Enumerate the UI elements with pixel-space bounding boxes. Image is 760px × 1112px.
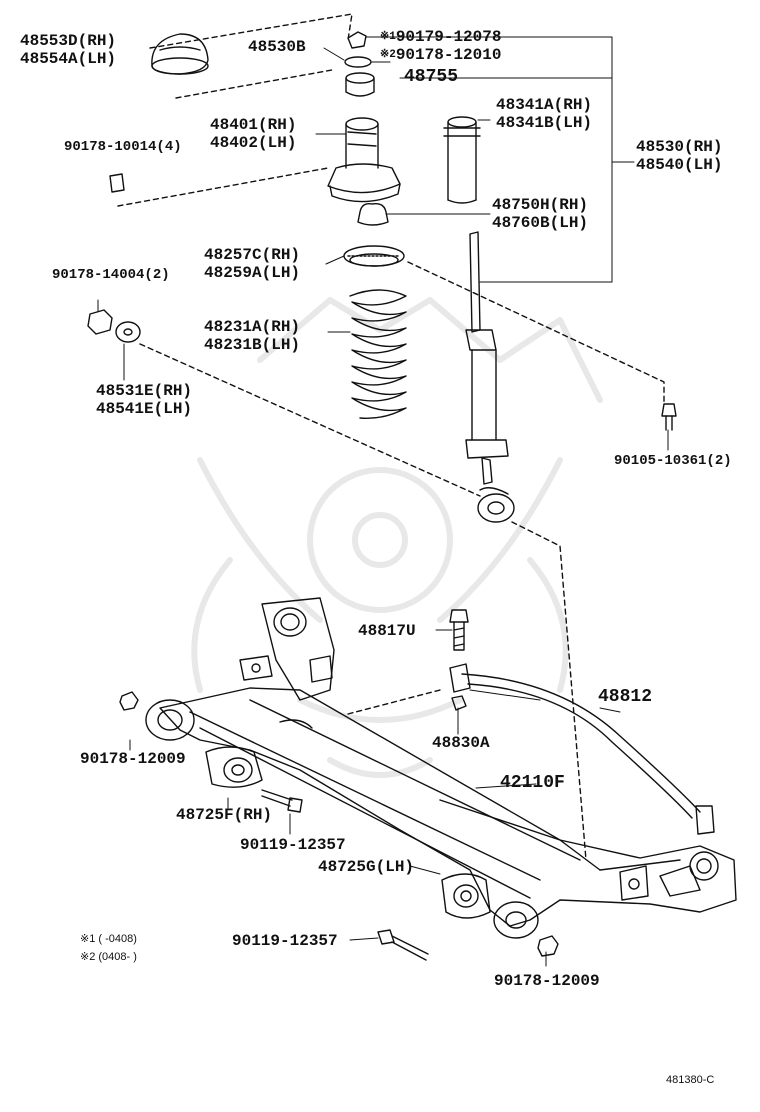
label-48725g: 48725G(LH) <box>318 858 415 876</box>
stabilizer-bracket <box>449 663 471 693</box>
label-48341: 48341A(RH) 48341B(LH) <box>496 96 593 132</box>
leader-lines <box>97 36 669 967</box>
stabilizer-nut <box>451 695 467 711</box>
label-48231: 48231A(RH) 48231B(LH) <box>204 318 301 354</box>
label-48817u: 48817U <box>358 622 416 640</box>
stabilizer-bolt <box>449 609 469 651</box>
bolt-rh <box>261 789 303 813</box>
mount-bushing <box>345 72 375 97</box>
bushing-rh <box>205 746 263 788</box>
bump-stopper-cap <box>151 33 209 75</box>
label-48530b: 48530B <box>248 38 306 56</box>
label-48531e: 48531E(RH) 48541E(LH) <box>96 382 193 418</box>
label-48530: 48530(RH) 48540(LH) <box>636 138 723 174</box>
upper-spring-seat <box>343 245 405 267</box>
bolt-lh <box>377 929 429 961</box>
label-48725f: 48725F(RH) <box>176 806 273 824</box>
watermark-logo <box>191 297 603 778</box>
label-90178-12009-left: 90178-12009 <box>80 750 186 768</box>
label-42110f: 42110F <box>500 773 565 793</box>
shock-absorber <box>465 231 515 523</box>
lower-washer <box>115 321 141 343</box>
coil-spring <box>349 289 407 419</box>
label-90178-12010: ※290178-12010 <box>380 46 502 64</box>
label-48750h: 48750H(RH) 48760B(LH) <box>492 196 589 232</box>
label-48755: 48755 <box>404 67 459 87</box>
washer-90178-12010 <box>344 56 372 68</box>
label-90178-12009-right: 90178-12009 <box>494 972 600 990</box>
label-90179-12078: ※190179-12078 <box>380 28 502 46</box>
dashed-leaders <box>139 261 665 861</box>
right-arm-end <box>493 901 539 939</box>
label-48812: 48812 <box>598 687 653 707</box>
bushing-lh <box>441 873 491 919</box>
note-2: ※2 (0408- ) <box>80 951 137 963</box>
top-nut <box>347 31 367 49</box>
nut-left <box>119 691 139 711</box>
mount-bolt <box>661 403 677 431</box>
label-90105-10361: 90105-10361(2) <box>614 453 732 469</box>
label-48257c: 48257C(RH) 48259A(LH) <box>204 246 301 282</box>
left-arm-end <box>145 699 195 741</box>
diagram-reference: 481380-C <box>666 1074 715 1086</box>
lower-nut <box>87 309 113 335</box>
label-90178-10014: 90178-10014(4) <box>64 139 182 155</box>
label-48553d: 48553D(RH) 48554A(LH) <box>20 32 117 68</box>
support-stud <box>109 173 125 193</box>
note-1: ※1 ( -0408) <box>80 933 137 945</box>
stabilizer-bar <box>461 673 715 835</box>
left-bracket <box>239 597 335 701</box>
label-90119-12357-right: 90119-12357 <box>232 932 338 950</box>
cap-dashed-outline <box>149 13 353 99</box>
nut-right <box>537 935 559 957</box>
label-90178-14004: 90178-14004(2) <box>52 267 170 283</box>
upper-support <box>327 117 401 203</box>
label-48401: 48401(RH) 48402(LH) <box>210 116 297 152</box>
stud-leader-dashed <box>117 167 329 207</box>
label-48830a: 48830A <box>432 734 490 752</box>
label-90119-12357-left: 90119-12357 <box>240 836 346 854</box>
dust-boot <box>443 116 481 204</box>
bump-stopper <box>357 202 389 226</box>
